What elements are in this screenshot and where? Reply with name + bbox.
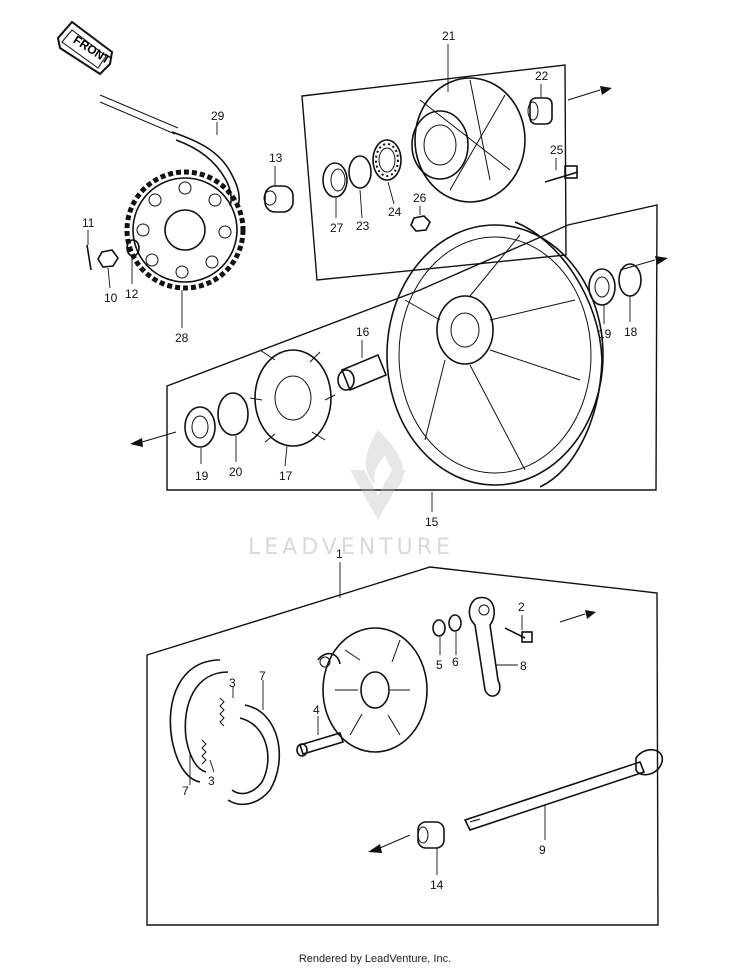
callout-15: 15 (425, 515, 439, 529)
bearing-19-right (588, 268, 616, 306)
rear-sprocket (124, 169, 246, 291)
snap-ring-23 (348, 155, 372, 189)
footer-credit: Rendered by LeadVenture, Inc. (298, 953, 452, 965)
callout-16: 16 (356, 325, 370, 339)
brake-group-frame (146, 566, 659, 926)
collar-16 (337, 353, 388, 392)
stud-25 (544, 165, 579, 183)
wheel-damper (249, 349, 336, 447)
callout-10: 10 (104, 291, 118, 305)
callout-7-lower: 7 (182, 784, 189, 798)
circlip-18 (618, 263, 642, 297)
bolt-2 (504, 627, 533, 643)
callout-22: 22 (535, 69, 549, 83)
callout-20: 20 (229, 465, 243, 479)
collar-22 (527, 97, 553, 125)
brake-springs (201, 697, 225, 765)
callout-5: 5 (436, 658, 443, 672)
bearing-24 (372, 139, 402, 181)
brake-panel (317, 627, 428, 753)
callout-8: 8 (520, 659, 527, 673)
callout-19-left: 19 (195, 469, 209, 483)
cam-lever (468, 596, 501, 697)
callout-21: 21 (442, 29, 456, 43)
brake-camshaft (296, 732, 345, 757)
callout-numbers: 21 22 25 26 24 23 27 13 29 11 10 12 28 1… (82, 29, 638, 892)
seal-5 (432, 619, 446, 637)
leader-lines (87, 44, 631, 875)
callout-2: 2 (518, 600, 525, 614)
callout-3-lower: 3 (208, 774, 215, 788)
hub-group-frame (301, 64, 567, 281)
callout-23: 23 (356, 219, 370, 233)
collar-13 (263, 185, 294, 213)
brake-shoe-right (227, 704, 281, 806)
callout-14: 14 (430, 878, 444, 892)
callout-19-right: 19 (598, 327, 612, 341)
brake-shoe-left (169, 659, 229, 783)
rear-axle (463, 749, 663, 831)
sprocket-fasteners (86, 239, 140, 271)
callout-3-upper: 3 (229, 676, 236, 690)
nut-26 (410, 215, 431, 232)
seal-6 (448, 614, 462, 632)
callout-12: 12 (125, 287, 139, 301)
watermark-logo (350, 430, 406, 520)
callout-24: 24 (388, 205, 402, 219)
callout-28: 28 (175, 331, 189, 345)
sprocket-hub (411, 77, 526, 203)
bearing-19-left (184, 406, 216, 448)
oil-seal-27 (322, 162, 348, 198)
callout-27: 27 (330, 221, 344, 235)
callout-9: 9 (539, 843, 546, 857)
o-ring-20 (217, 392, 249, 436)
callout-11: 11 (82, 216, 95, 230)
callout-18: 18 (624, 325, 638, 339)
direction-arrows (130, 86, 668, 853)
callout-6: 6 (452, 655, 459, 669)
callout-7-upper: 7 (259, 669, 266, 683)
callout-4: 4 (313, 703, 320, 717)
wheel-group-frame (166, 204, 658, 491)
front-arrow: FRONT (56, 20, 114, 76)
collar-14 (417, 821, 445, 849)
callout-25: 25 (550, 143, 564, 157)
callout-29: 29 (211, 109, 225, 123)
callout-26: 26 (413, 191, 427, 205)
callout-17: 17 (279, 469, 293, 483)
callout-13: 13 (269, 151, 283, 165)
drive-chain (99, 94, 240, 207)
cast-wheel (386, 221, 604, 488)
watermark-text: LEADVENTURE (248, 535, 454, 560)
callout-1: 1 (336, 547, 343, 561)
